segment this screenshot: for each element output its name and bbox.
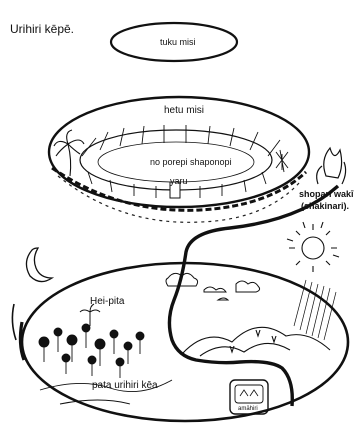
palm-tree-small-icon: [80, 304, 100, 326]
sun-icon: [287, 222, 339, 272]
yaru-label: yaru: [170, 176, 188, 186]
forest: [39, 324, 144, 378]
hei-pita-label: Hei-pita: [90, 296, 124, 307]
plant-icon: [276, 150, 288, 172]
shopari-label-line1: shopari wakī: [299, 189, 354, 199]
hetu-river: [169, 186, 338, 406]
hetu-misi-label: hetu misi: [164, 105, 204, 116]
palm-tree-icon: [54, 130, 84, 176]
hills: [182, 327, 330, 356]
no-porepi-label: no porepi shaponopi: [150, 157, 232, 167]
tuku-misi-label: tuku misi: [160, 37, 196, 47]
moon-icon: [26, 248, 52, 282]
amahiri-label: amāhiri: [238, 406, 258, 412]
rain-icon: [294, 280, 336, 340]
shopari-label-line2: (shakinari).: [301, 201, 349, 211]
pata-urihiri-label: pata urihiri kēa: [92, 380, 158, 391]
fire-icon: [317, 148, 346, 184]
diagram-title: Urihiri kēpē.: [10, 22, 74, 36]
